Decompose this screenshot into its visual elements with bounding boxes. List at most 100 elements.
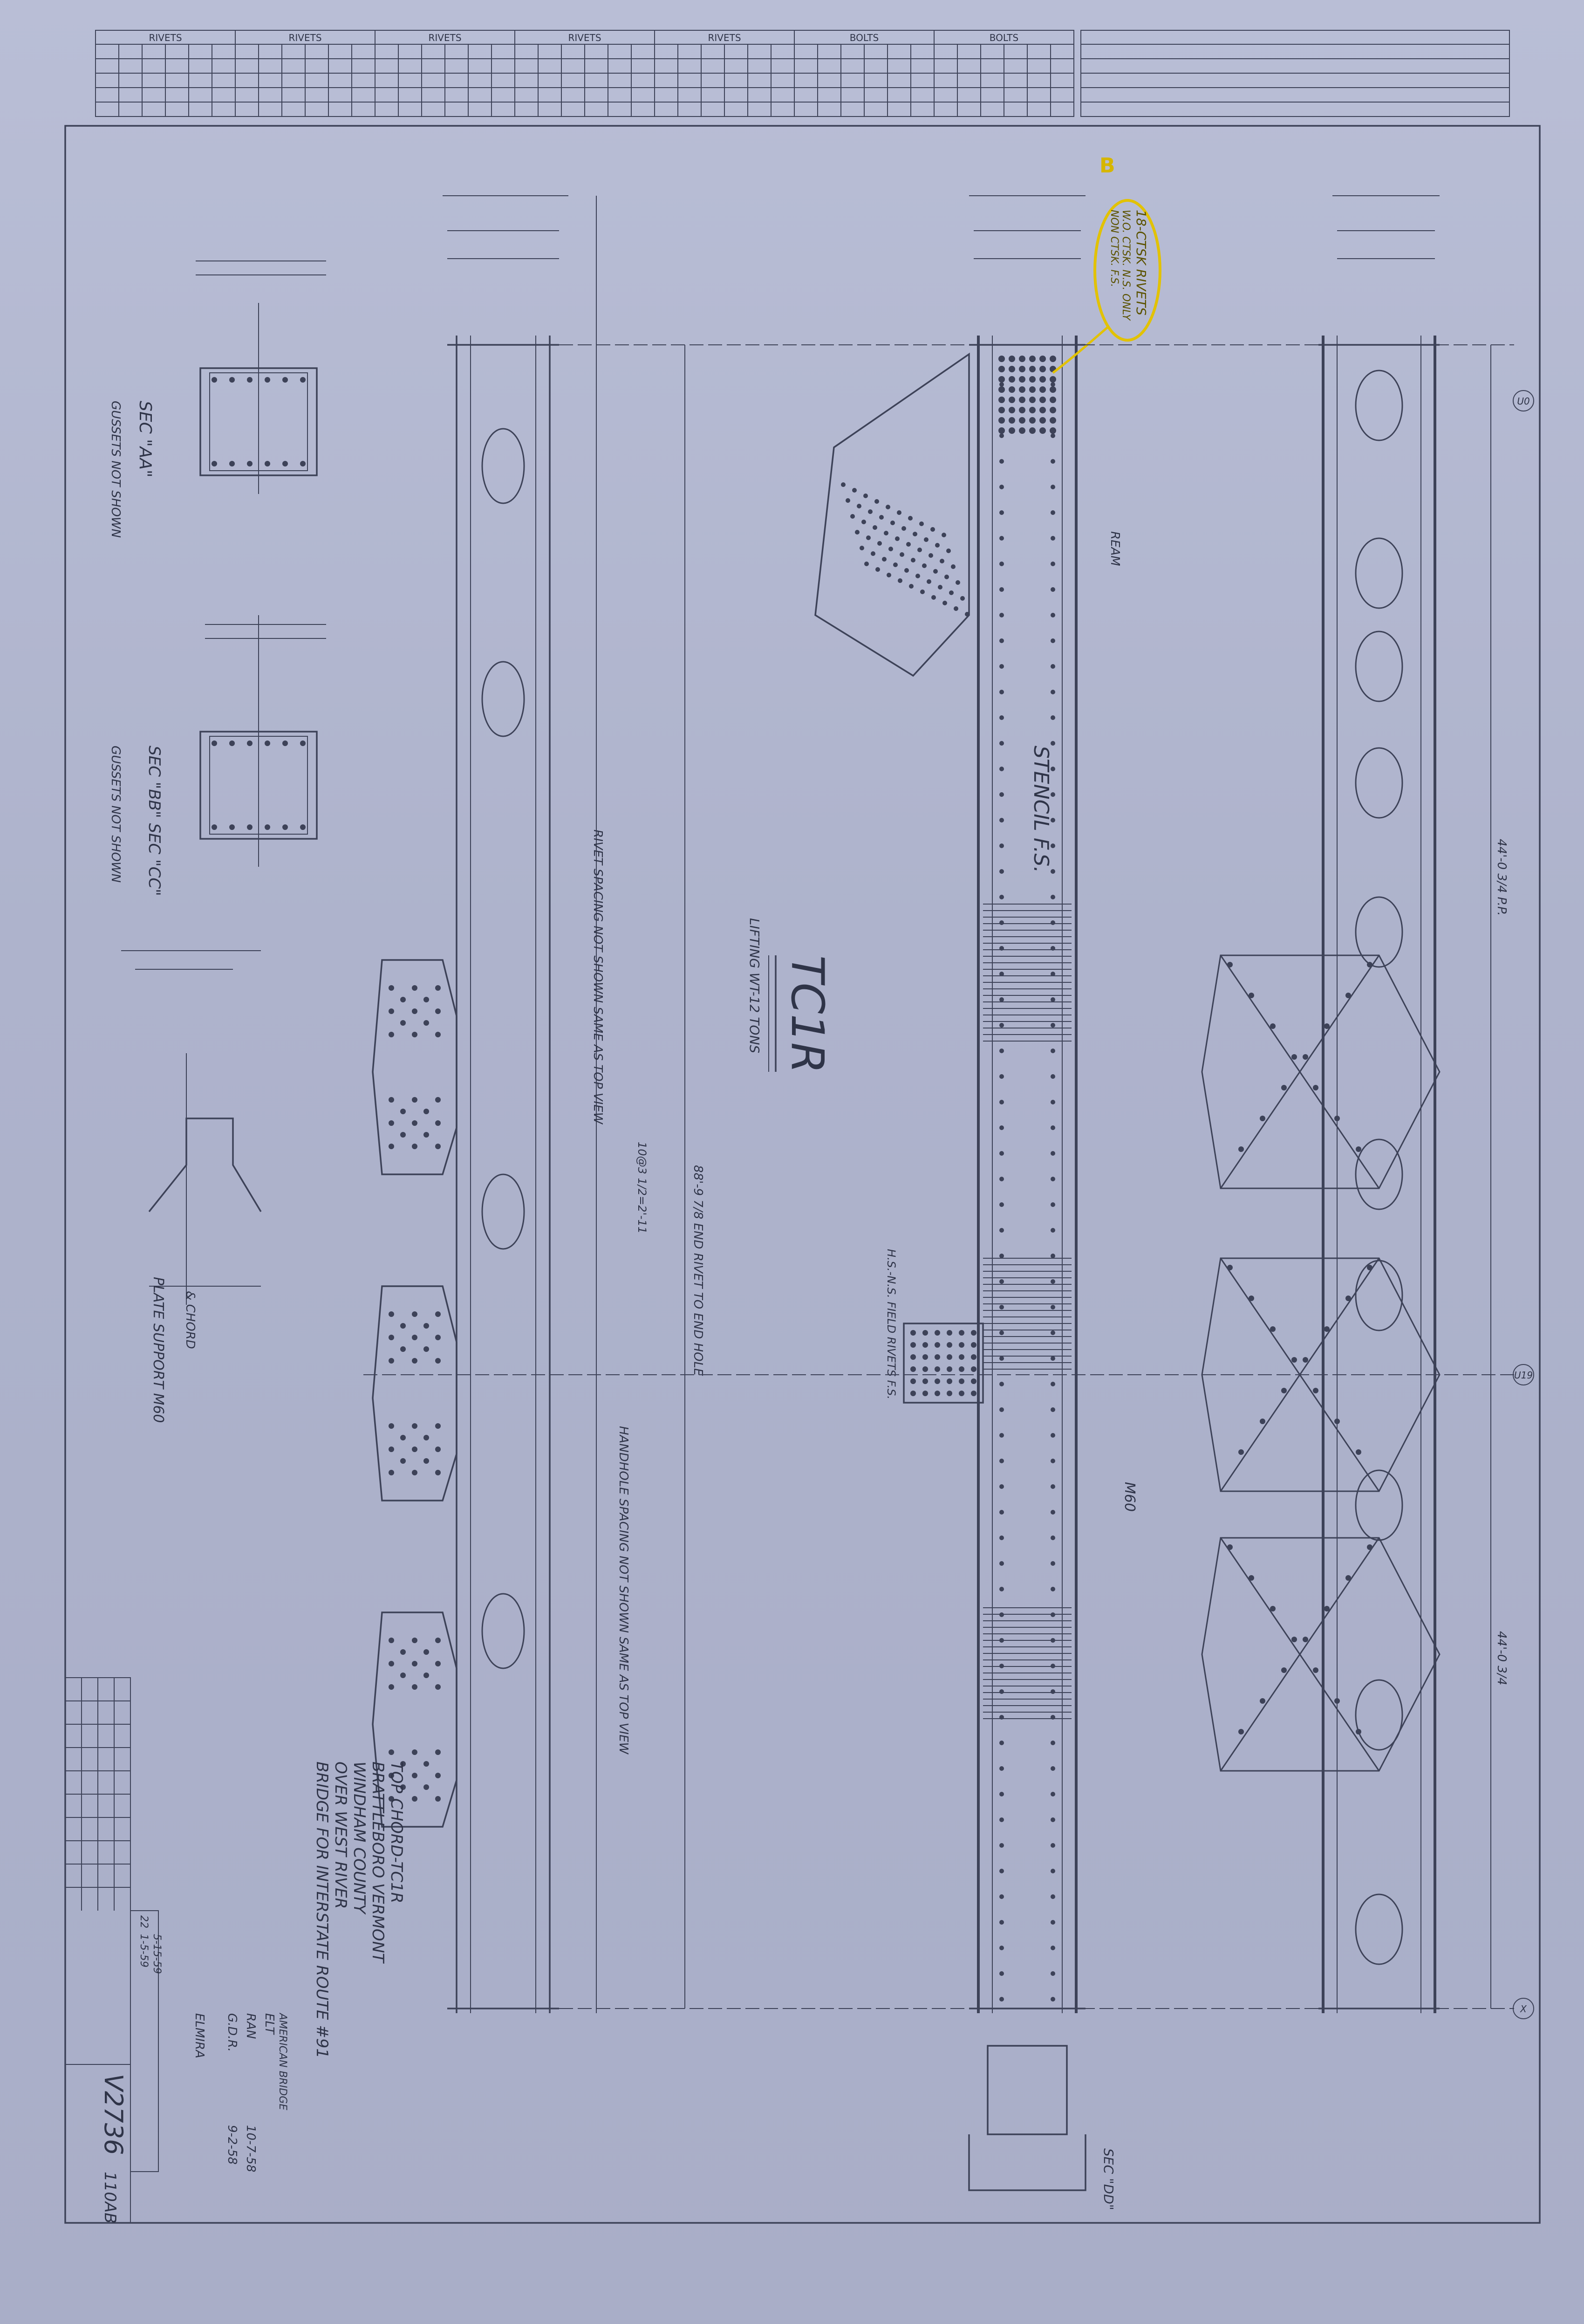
- rivet-mark: [999, 664, 1004, 669]
- section-bb-title: SEC "BB" SEC "CC": [145, 746, 164, 896]
- section-bb-cc-view: SEC "BB" SEC "CC" GUSSETS NOT SHOWN: [109, 615, 326, 896]
- project-title-line: OVER WEST RIVER: [331, 1762, 350, 1909]
- rivet-mark: [904, 568, 909, 573]
- rivet-mark: [1281, 1085, 1287, 1090]
- lacing-bar: [1220, 955, 1380, 1189]
- rivet-mark: [1051, 1997, 1055, 2002]
- rivet-mark: [971, 1342, 976, 1348]
- rivet-mark: [1260, 1419, 1265, 1424]
- rivet-mark: [1019, 427, 1025, 434]
- rivet-mark: [212, 740, 217, 746]
- rivet-mark: [875, 567, 880, 572]
- rivet-mark: [265, 824, 270, 830]
- rivet-mark: [999, 1279, 1004, 1284]
- rivet-mark: [999, 869, 1004, 874]
- rivet-mark: [1051, 1433, 1055, 1438]
- handhole: [1355, 1893, 1403, 1965]
- revision-date-2: 5-15-59: [151, 1934, 163, 1974]
- rivet-mark: [1270, 1606, 1276, 1611]
- rivet-mark: [412, 985, 417, 991]
- total-length-bottom: 44'-0 3/4: [1495, 1631, 1509, 1685]
- rivet-mark: [412, 1423, 417, 1429]
- rivet-mark: [999, 510, 1004, 515]
- member-top-view: 44'-0 3/4 P.P. 44'-0 3/4 10@3 1/2=2'-11: [635, 195, 1509, 2013]
- rivet-mark: [1050, 407, 1056, 413]
- rivet-mark: [282, 824, 288, 830]
- rivet-mark: [999, 1407, 1004, 1412]
- rivet-mark: [1270, 1023, 1276, 1029]
- section-dd-title: SEC "DD": [1101, 2148, 1116, 2210]
- rivet-mark: [1051, 587, 1055, 592]
- gusset-plate: [372, 1611, 457, 1828]
- rivet-mark: [935, 1391, 940, 1396]
- rivet-mark: [412, 1470, 417, 1475]
- rivet-mark: [389, 1097, 394, 1103]
- rivet-mark: [893, 562, 898, 567]
- rivet-mark: [435, 1684, 441, 1690]
- rivet-mark: [971, 1366, 976, 1372]
- rivet-mark: [999, 1049, 1004, 1053]
- rivet-mark: [971, 1354, 976, 1360]
- rivet-mark: [999, 997, 1004, 1002]
- rivet-mark: [917, 548, 922, 552]
- rivet-mark: [212, 824, 217, 830]
- rivet-mark: [1345, 1575, 1351, 1581]
- rivet-mark: [1334, 1698, 1340, 1704]
- rivet-mark: [999, 1100, 1004, 1104]
- rivet-mark: [1019, 356, 1025, 362]
- rivet-mark: [999, 1254, 1004, 1258]
- rivet-mark: [1029, 356, 1036, 362]
- rivet-mark: [947, 1342, 952, 1348]
- rivet-mark: [998, 407, 1005, 413]
- plant-name: ELMIRA: [192, 2013, 206, 2058]
- rivet-mark: [400, 1784, 406, 1790]
- rivet-mark: [389, 1008, 394, 1014]
- rivet-mark: [1260, 1116, 1265, 1121]
- rivet-mark: [998, 376, 1005, 383]
- handhole: [1355, 896, 1403, 968]
- rivet-mark: [389, 1638, 394, 1643]
- rivet-mark: [389, 1773, 394, 1778]
- rivet-mark: [1291, 1054, 1297, 1060]
- rivet-mark: [1238, 1449, 1244, 1455]
- rivet-mark: [412, 1335, 417, 1340]
- rivet-mark: [935, 1330, 940, 1336]
- rivet-mark: [871, 551, 875, 556]
- rivet-mark: [1051, 792, 1055, 797]
- rivet-mark: [1050, 386, 1056, 393]
- rivet-mark: [1227, 962, 1233, 967]
- revision-number: 22: [138, 1915, 150, 1928]
- project-title-line: BRIDGE FOR INTERSTATE ROUTE #91: [313, 1762, 331, 2058]
- rivet-mark: [423, 1109, 429, 1114]
- rivet-mark: [412, 1097, 417, 1103]
- rivet-mark: [265, 461, 270, 466]
- lifting-weight: LIFTING WT-12 TONS: [747, 918, 762, 1053]
- rivet-mark: [1238, 1146, 1244, 1152]
- rivet-mark: [435, 1144, 441, 1149]
- rivet-mark: [1367, 1544, 1372, 1550]
- rivet-mark: [389, 1311, 394, 1317]
- rivet-mark: [855, 530, 860, 535]
- rivet-mark: [999, 1074, 1004, 1079]
- rivet-mark: [882, 557, 887, 562]
- rivet-mark: [1051, 459, 1055, 464]
- rivet-mark: [1367, 962, 1372, 967]
- rivet-mark: [846, 498, 850, 503]
- rivet-mark: [1051, 1254, 1055, 1258]
- yellow-note-line-1: 18-CTSK RIVETS: [1133, 210, 1149, 315]
- rivet-mark: [930, 527, 935, 532]
- rivet-mark: [412, 1120, 417, 1126]
- rivet-mark: [931, 595, 936, 600]
- rivet-mark: [1039, 397, 1046, 403]
- rivet-mark: [999, 1433, 1004, 1438]
- project-title-line: WINDHAM COUNTY: [350, 1762, 369, 1915]
- rivet-mark: [999, 536, 1004, 541]
- rivet-mark: [282, 461, 288, 466]
- rivet-mark: [999, 1510, 1004, 1515]
- handhole: [481, 1173, 525, 1250]
- panel-point-u19: U19: [1514, 1370, 1533, 1381]
- rivet-mark: [435, 1120, 441, 1126]
- rivet-mark: [999, 895, 1004, 899]
